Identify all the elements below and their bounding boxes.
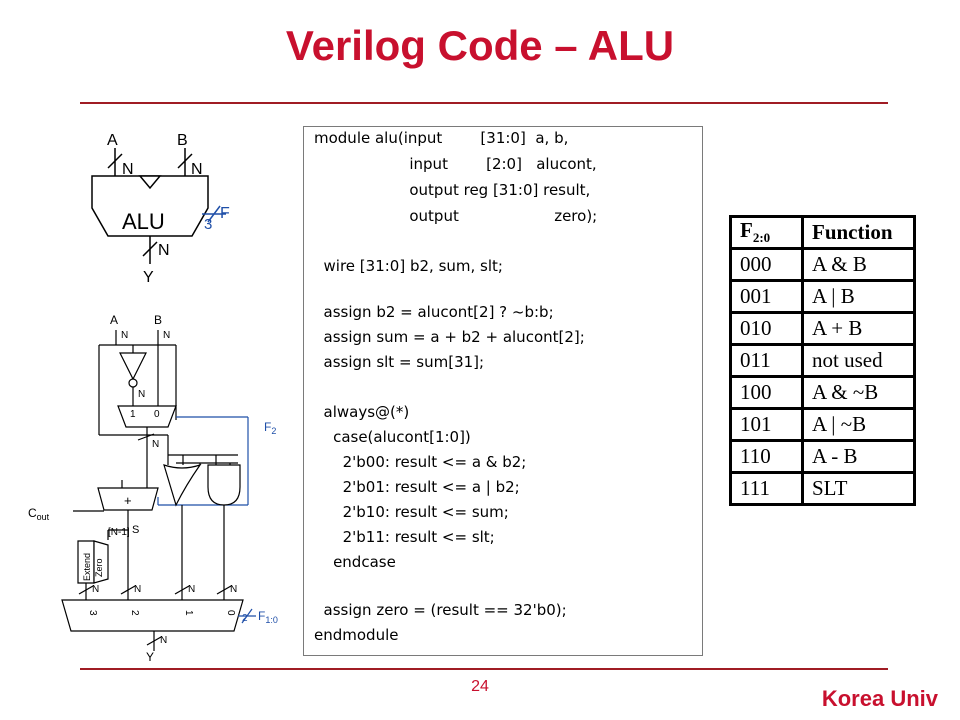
sch-mux4-in-2-label: 2 xyxy=(129,610,140,616)
function-cell: A & B xyxy=(801,247,916,282)
sch-width-y-label: N xyxy=(160,635,167,646)
page-number: 24 xyxy=(471,678,489,695)
code-line: always@(*) xyxy=(314,403,410,421)
sch-width-inv-label: N xyxy=(138,389,145,400)
alu-symbol: A B N N ALU 3 F N Y xyxy=(91,132,230,286)
code-line: assign zero = (result == 32'b0); xyxy=(314,601,567,619)
alu-input-b-label: B xyxy=(177,132,188,149)
function-cell: A & ~B xyxy=(801,375,916,410)
code-cell: 100 xyxy=(729,375,804,410)
code-line: wire [31:0] b2, sum, slt; xyxy=(314,257,503,275)
alu-output-label: Y xyxy=(143,269,154,286)
sch-width-or-label: N xyxy=(188,584,195,595)
code-cell: 010 xyxy=(729,311,804,346)
code-cell: 101 xyxy=(729,407,804,442)
brand-label: Korea Univ xyxy=(821,686,938,711)
code-line: endmodule xyxy=(314,626,399,644)
code-line: case(alucont[1:0]) xyxy=(314,428,471,446)
code-cell: 000 xyxy=(729,247,804,282)
sch-width-ze-label: N xyxy=(92,584,99,595)
sch-width-a-label: N xyxy=(121,330,128,341)
sch-mux4-in-0-label: 0 xyxy=(225,610,236,616)
code-cell: 111 xyxy=(729,471,804,506)
code-line: assign slt = sum[31]; xyxy=(314,353,485,371)
alu-schematic: A B N N N 1 0 N F2 + Cout [N-1] S Zero E… xyxy=(28,313,278,664)
sch-width-sum-label: N xyxy=(134,584,141,595)
code-line: module alu(input [31:0] a, b, xyxy=(314,129,569,147)
sch-f10-width-label: 2 xyxy=(242,613,248,624)
function-cell: not used xyxy=(801,343,916,378)
sch-zero-extend-line1: Zero xyxy=(94,558,104,577)
sch-mux4-in-1-label: 1 xyxy=(183,610,194,616)
sch-mux-in-0-label: 0 xyxy=(154,409,160,420)
function-cell: A - B xyxy=(801,439,916,474)
code-cell: 001 xyxy=(729,279,804,314)
sch-adder-plus-label: + xyxy=(124,493,132,508)
code-line: output reg [31:0] result, xyxy=(314,181,591,199)
sch-width-and-label: N xyxy=(230,584,237,595)
code-line: 2'b00: result <= a & b2; xyxy=(314,453,527,471)
alu-block-label: ALU xyxy=(122,209,165,234)
sch-zero-extend-line2: Extend xyxy=(82,553,92,581)
function-cell: SLT xyxy=(801,471,916,506)
alu-width-out-label: N xyxy=(158,242,170,259)
function-cell: A | B xyxy=(801,279,916,314)
code-line: assign b2 = alucont[2] ? ~b:b; xyxy=(314,303,554,321)
code-line: endcase xyxy=(314,553,396,571)
sch-sum-label: S xyxy=(132,524,139,536)
sch-input-b-label: B xyxy=(154,313,162,327)
function-cell: A + B xyxy=(801,311,916,346)
code-line: 2'b10: result <= sum; xyxy=(314,503,509,521)
function-table-header: F2:0 Function xyxy=(729,215,916,250)
code-line: 2'b01: result <= a | b2; xyxy=(314,478,520,496)
function-cell: A | ~B xyxy=(801,407,916,442)
bottom-rule xyxy=(80,668,888,670)
sch-mux-in-1-label: 1 xyxy=(130,409,136,420)
verilog-code-box: module alu(input [31:0] a, b, input [2:0… xyxy=(303,126,703,656)
header-function-cell: Function xyxy=(801,215,916,250)
code-cell: 110 xyxy=(729,439,804,474)
header-f-cell: F2:0 xyxy=(729,215,804,250)
alu-width-b-label: N xyxy=(191,161,203,178)
code-line: output zero); xyxy=(314,207,598,225)
sch-output-label: Y xyxy=(146,650,154,664)
alu-control-width-label: 3 xyxy=(204,216,212,233)
sch-cout-label: Cout xyxy=(28,506,50,522)
top-rule xyxy=(80,102,888,104)
alu-input-a-label: A xyxy=(107,132,118,149)
code-line: 2'b11: result <= slt; xyxy=(314,528,495,546)
sch-width-b-label: N xyxy=(163,330,170,341)
sch-msb-label: [N-1] xyxy=(108,527,130,538)
sch-input-a-label: A xyxy=(110,313,118,327)
sch-f10-label: F1:0 xyxy=(258,609,278,625)
sch-mux4-in-3-label: 3 xyxy=(87,610,98,616)
alu-control-label: F xyxy=(220,205,230,222)
alu-width-a-label: N xyxy=(122,161,134,178)
code-cell: 011 xyxy=(729,343,804,378)
sch-f2-label: F2 xyxy=(264,420,276,436)
sch-width-mux-out-label: N xyxy=(152,439,159,450)
code-line: input [2:0] alucont, xyxy=(314,155,597,173)
code-line: assign sum = a + b2 + alucont[2]; xyxy=(314,328,585,346)
slide-title: Verilog Code – ALU xyxy=(285,22,675,69)
